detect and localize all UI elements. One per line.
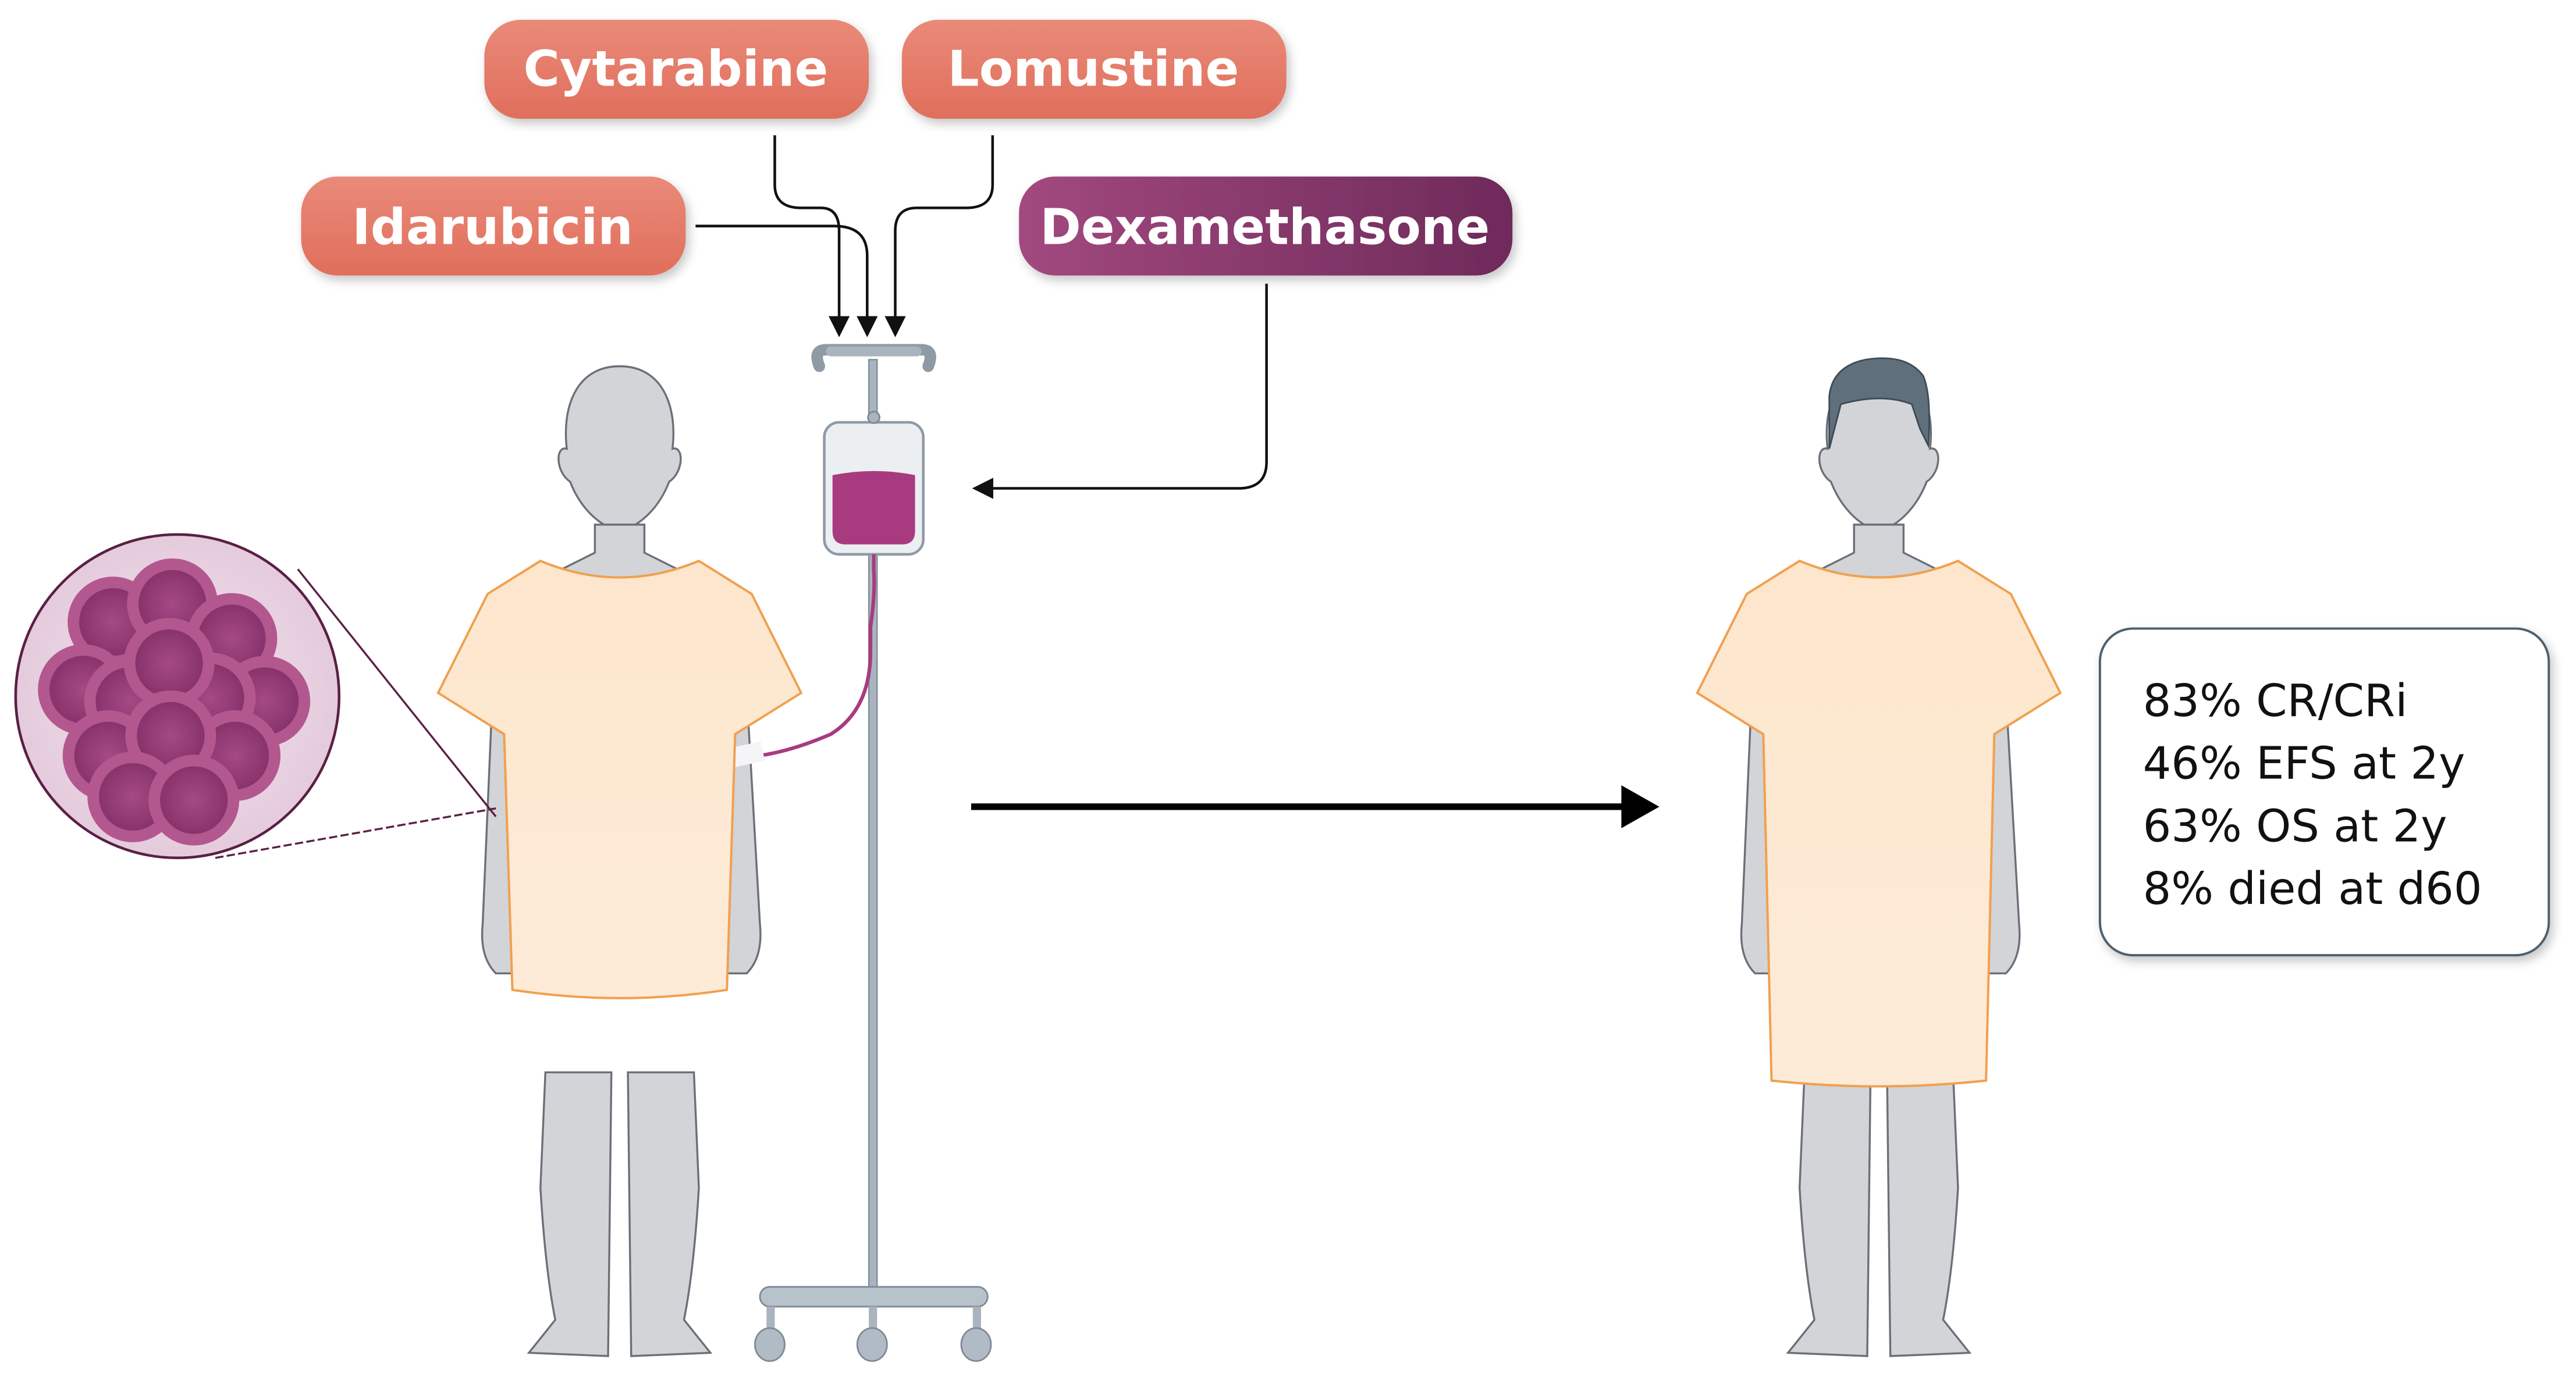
- drug-label-idarubicin: Idarubicin: [352, 199, 633, 257]
- iv-fluid-level: [832, 471, 915, 544]
- drug-connectors: [695, 135, 1268, 499]
- outcome-mortality-d60: 8% died at d60: [2143, 863, 2482, 915]
- drug-label-lomustine: Lomustine: [948, 40, 1239, 98]
- outcome-cr-rate: 83% CR/CRi: [2143, 675, 2408, 727]
- drug-pill-dexamethasone: Dexamethasone: [1019, 176, 1513, 276]
- outcome-results-box: 83% CR/CRi 46% EFS at 2y 63% OS at 2y 8%…: [2098, 627, 2550, 957]
- iv-drip-stand-icon: [754, 344, 992, 1362]
- hospital-gown: [1696, 560, 2062, 1088]
- patient-before-treatment-icon: [436, 365, 803, 1358]
- connector-cytarabine: [773, 135, 850, 337]
- treatment-outcome-arrow: [971, 785, 1660, 828]
- drug-label-dexamethasone: Dexamethasone: [1040, 199, 1490, 257]
- leukemic-cell-cluster-icon: [14, 533, 497, 860]
- drug-label-cytarabine: Cytarabine: [523, 40, 828, 98]
- connector-idarubicin: [695, 225, 878, 337]
- cell-group: [38, 558, 311, 846]
- drug-pill-lomustine: Lomustine: [901, 20, 1287, 119]
- outcome-os-2y: 63% OS at 2y: [2143, 800, 2447, 852]
- connector-dexamethasone: [972, 283, 1268, 499]
- patient-after-treatment-icon: [1696, 357, 2062, 1358]
- outcome-efs-2y: 46% EFS at 2y: [2143, 738, 2465, 790]
- drug-pill-idarubicin: Idarubicin: [301, 176, 686, 276]
- iv-tube: [759, 554, 876, 758]
- hair: [1828, 357, 1930, 449]
- drug-pill-cytarabine: Cytarabine: [484, 20, 869, 119]
- connector-lomustine: [884, 135, 994, 337]
- hospital-gown: [436, 560, 803, 999]
